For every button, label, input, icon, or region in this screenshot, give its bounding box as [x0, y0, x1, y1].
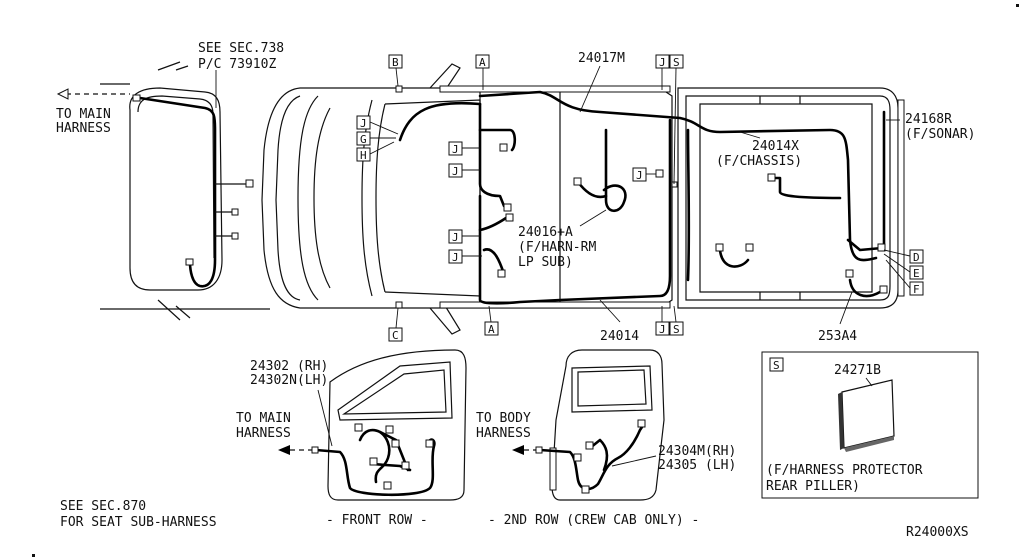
- rear-door-assembly: [512, 349, 665, 501]
- to-body-harness-line1: TO BODY: [476, 411, 531, 426]
- tag-j-group-2: J J: [448, 229, 482, 264]
- body-connectors: [395, 85, 888, 309]
- tag-j-g-h-left: J G H: [356, 115, 399, 162]
- svg-text:J: J: [452, 251, 459, 264]
- svg-text:B: B: [392, 56, 399, 69]
- tag-js-bottom: J S: [655, 305, 684, 336]
- svg-text:J: J: [452, 231, 459, 244]
- part-24168r-label: 24168R: [905, 112, 952, 127]
- svg-text:F: F: [913, 283, 920, 296]
- protector-label-line1: (F/HARNESS PROTECTOR: [766, 463, 923, 478]
- to-main-harness-front-line1: TO MAIN: [236, 411, 291, 426]
- see-sec-738-label: SEE SEC.738: [198, 41, 284, 56]
- tag-a-top: A: [475, 54, 490, 90]
- tag-c: C: [388, 307, 403, 342]
- lp-sub-label: LP SUB): [518, 255, 573, 270]
- seat-sub-harness-label: FOR SEAT SUB-HARNESS: [60, 515, 217, 530]
- body-harness-wires: [398, 90, 886, 305]
- tag-b: B: [388, 54, 403, 87]
- part-24271b-label: 24271B: [834, 363, 881, 378]
- svg-text:S: S: [773, 359, 780, 372]
- tag-boxes: B A J S J G H J: [356, 54, 924, 342]
- f-sonar-label: (F/SONAR): [905, 127, 975, 142]
- part-24302n-lh-label: 24302N(LH): [250, 373, 328, 388]
- protector-label-line2: REAR PILLER): [766, 479, 860, 494]
- front-row-caption: - FRONT ROW -: [326, 513, 428, 528]
- front-door-assembly: [278, 349, 467, 501]
- leader-lines: [579, 65, 900, 325]
- svg-text:H: H: [360, 149, 367, 162]
- to-main-harness-top-line2: HARNESS: [56, 121, 111, 136]
- see-sec-870-label: SEE SEC.870: [60, 499, 146, 514]
- part-24305-lh-label: 24305 (LH): [658, 458, 736, 473]
- part-24014-label: 24014: [600, 329, 639, 344]
- svg-text:J: J: [659, 323, 666, 336]
- tag-js-top: J S: [655, 54, 684, 185]
- svg-text:S: S: [673, 323, 680, 336]
- f-harn-rm-label: (F/HARN-RM: [518, 240, 596, 255]
- svg-text:J: J: [659, 56, 666, 69]
- svg-text:D: D: [913, 251, 920, 264]
- svg-text:A: A: [488, 323, 495, 336]
- part-24017m-label: 24017M: [578, 51, 625, 66]
- corner-mark: [1016, 4, 1019, 7]
- part-24302-rh-label: 24302 (RH): [250, 359, 328, 374]
- tag-j-middle: J: [632, 167, 656, 182]
- pc-73910z-label: P/C 73910Z: [198, 57, 276, 72]
- truck-body-outline: [261, 63, 905, 335]
- part-24016a-label: 24016+A: [518, 225, 573, 240]
- svg-text:J: J: [452, 143, 459, 156]
- part-24304m-rh-label: 24304M(RH): [658, 444, 736, 459]
- rear-window-assembly: [56, 61, 270, 321]
- tag-j-group-1: J J: [448, 141, 480, 178]
- corner-mark-bottom: [32, 554, 35, 557]
- svg-text:J: J: [636, 169, 643, 182]
- svg-text:E: E: [913, 267, 920, 280]
- svg-text:S: S: [673, 56, 680, 69]
- to-main-harness-front-line2: HARNESS: [236, 426, 291, 441]
- svg-text:J: J: [452, 165, 459, 178]
- part-253a4-label: 253A4: [818, 329, 857, 344]
- part-24014x-label: 24014X: [752, 139, 799, 154]
- tag-d-e-f: D E F: [883, 249, 924, 296]
- svg-text:G: G: [360, 133, 367, 146]
- f-chassis-label: (F/CHASSIS): [716, 154, 802, 169]
- diagram-code-label: R24000XS: [906, 525, 969, 540]
- svg-text:C: C: [392, 329, 399, 342]
- to-body-harness-line2: HARNESS: [476, 426, 531, 441]
- harness-protector-box: S: [761, 351, 979, 499]
- to-main-harness-top-line1: TO MAIN: [56, 107, 111, 122]
- svg-text:A: A: [479, 56, 486, 69]
- svg-text:J: J: [360, 117, 367, 130]
- second-row-caption: - 2ND ROW (CREW CAB ONLY) -: [488, 513, 699, 528]
- tag-a-bottom: A: [484, 305, 499, 336]
